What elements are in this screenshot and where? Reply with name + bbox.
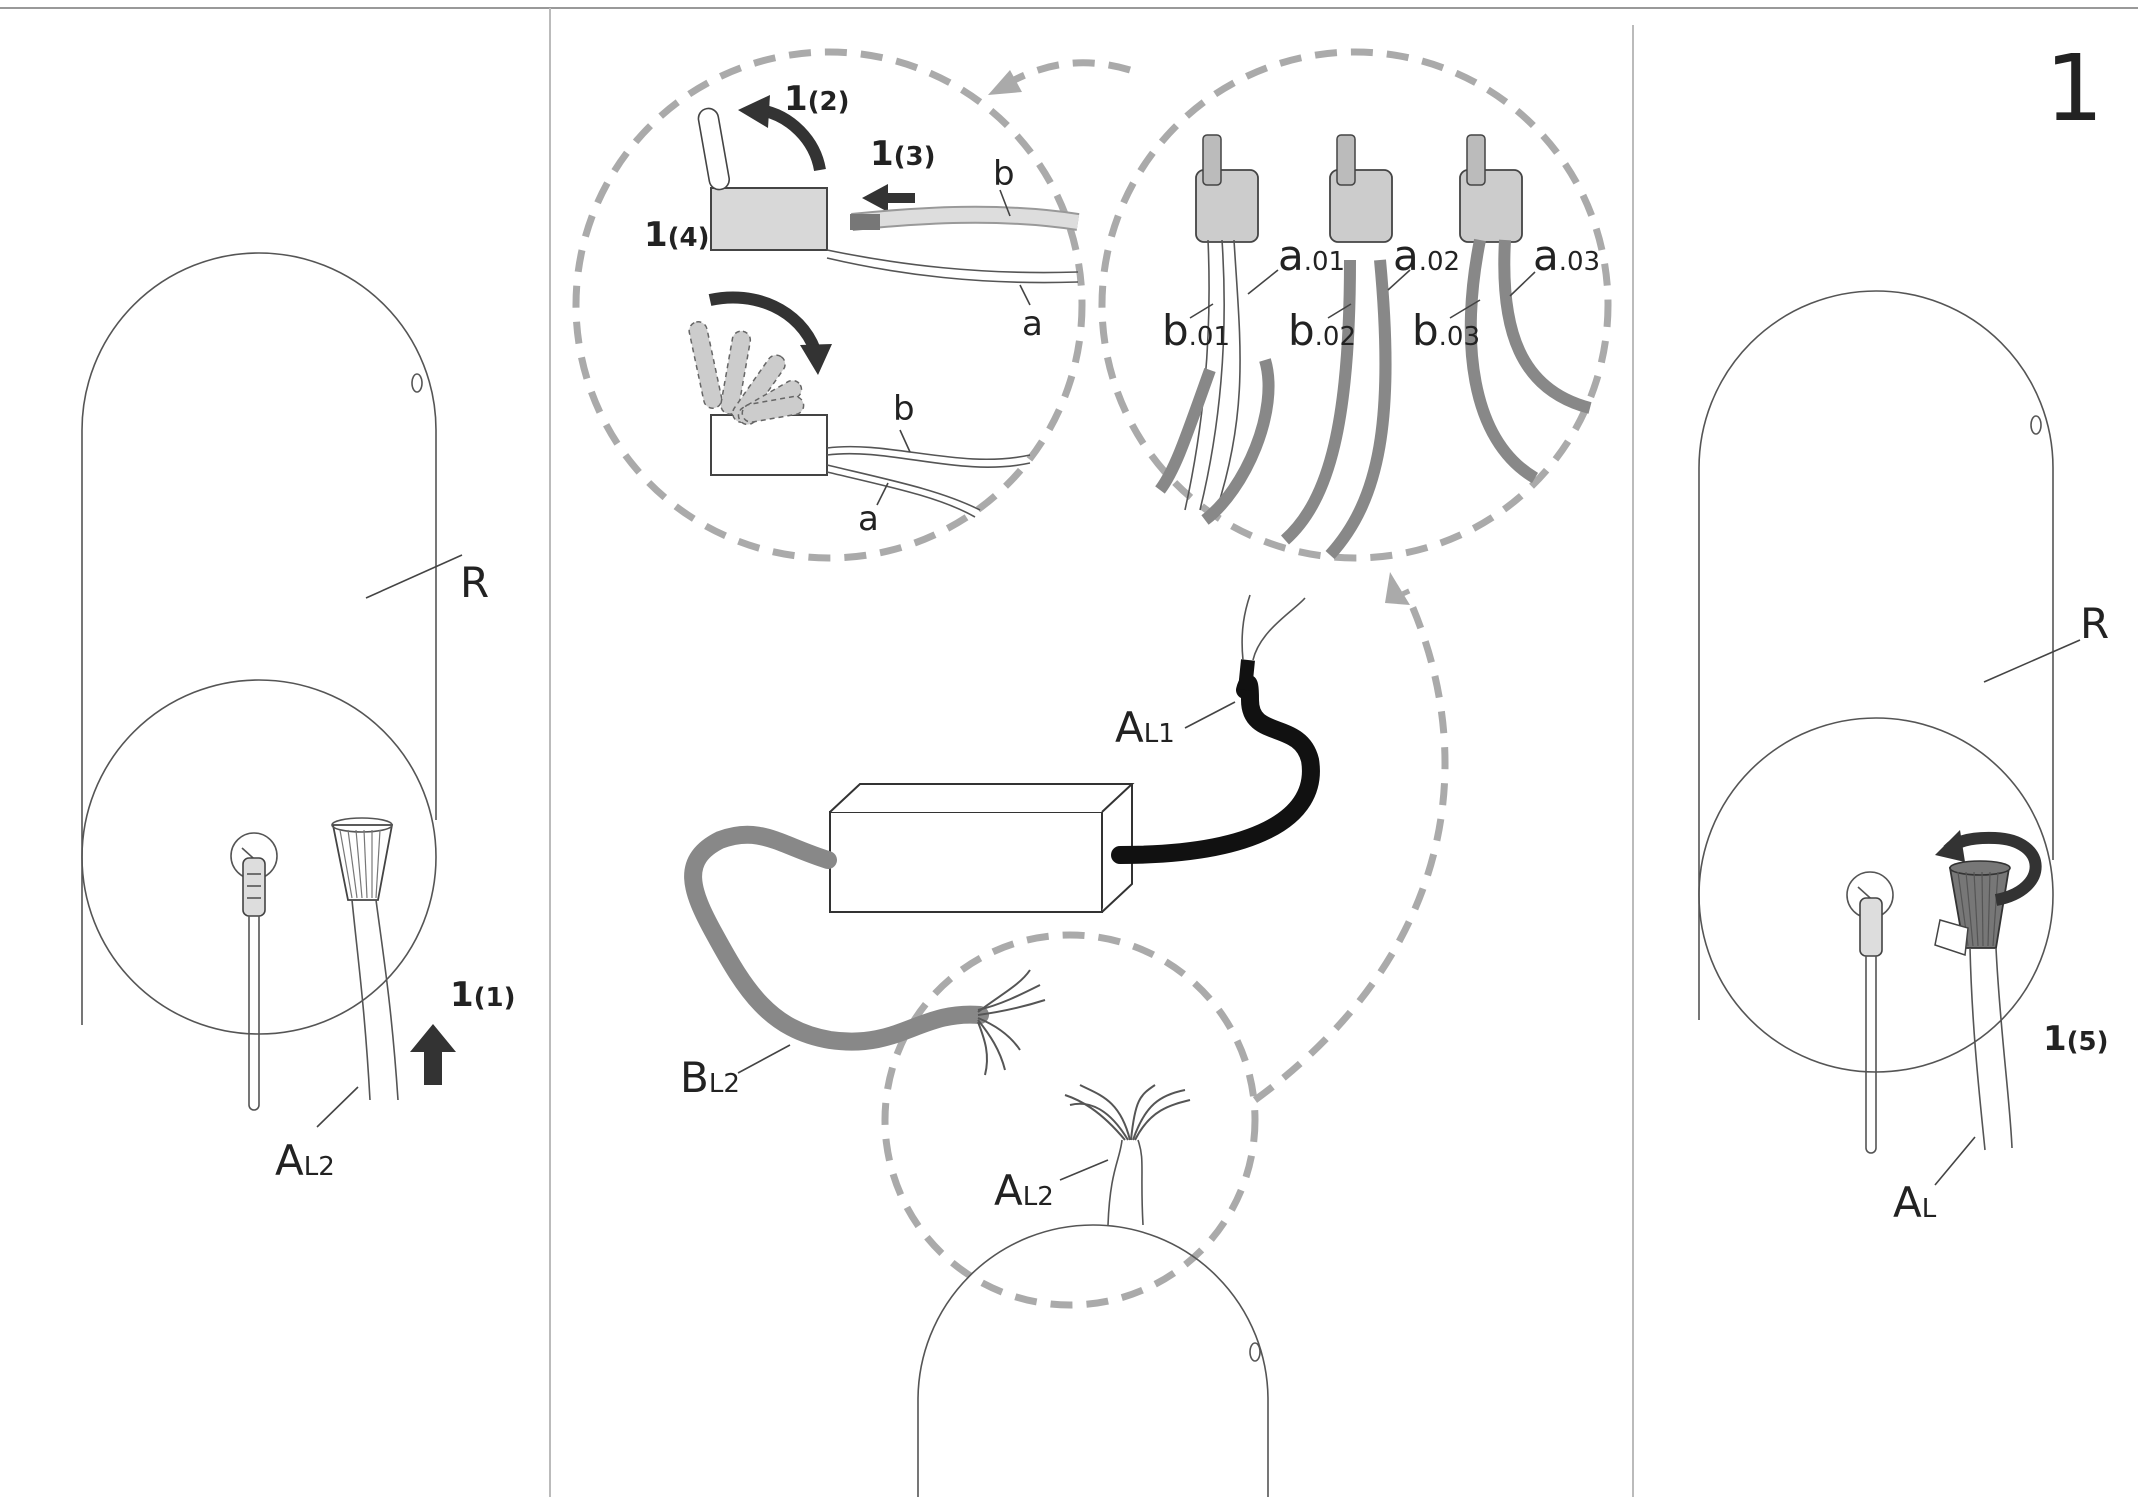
wire-a-bottom — [826, 464, 981, 518]
wire-bundle-bl2 — [977, 969, 1046, 1076]
wire-connector — [1859, 897, 1883, 957]
driver-box — [829, 783, 1135, 913]
lamp-body-bottom — [917, 1224, 1269, 1497]
label-al2-left: AL2 — [275, 1136, 335, 1185]
lamp-body-outline — [81, 252, 437, 1025]
connector-2 — [1280, 134, 1393, 560]
wire-a-top — [826, 249, 1079, 284]
cable-gland — [331, 824, 394, 901]
mounting-hole — [411, 373, 423, 393]
label-a01: a.01 — [1278, 231, 1345, 280]
detail-circle-switch — [572, 48, 1086, 562]
switch-box-bottom — [710, 414, 828, 476]
connector-3 — [1459, 134, 1592, 484]
lever-positions — [688, 321, 805, 426]
label-b02: b.02 — [1288, 306, 1356, 355]
middle-panel: 1(2) 1(3) 1(4) b a b — [572, 48, 1612, 1497]
swing-arrow-icon — [708, 291, 821, 353]
right-panel: 1 R AL 1(5) — [1698, 35, 2109, 1227]
label-a-bottom: a — [858, 499, 879, 539]
step-1-3: 1(3) — [870, 134, 936, 174]
detail-circle-connectors — [1098, 48, 1612, 562]
label-al1: AL1 — [1115, 703, 1175, 752]
label-b-bottom: b — [893, 389, 915, 429]
mounting-hole — [1249, 1342, 1261, 1362]
switch-lever — [697, 107, 731, 191]
label-b-top: b — [993, 154, 1015, 194]
step-1-1: 1(1) — [450, 975, 516, 1015]
wire-b-bottom — [826, 445, 1031, 468]
lamp-cable-al2 — [1107, 1139, 1144, 1226]
step-1-2: 1(2) — [784, 79, 850, 119]
wire-connector — [242, 857, 266, 917]
label-r-left: R — [460, 558, 489, 607]
power-cable — [1969, 947, 2013, 1151]
output-cable-bl2 — [684, 825, 989, 1051]
label-a-top: a — [1022, 304, 1043, 344]
page-number: 1 — [2045, 35, 2104, 142]
mounting-hole — [2030, 415, 2042, 435]
rotate-arrow-icon — [758, 104, 826, 172]
label-b01: b.01 — [1162, 306, 1230, 355]
connector-1 — [1155, 134, 1275, 525]
lamp-body-outline — [1698, 290, 2054, 1020]
flow-arrow-to-switch — [1003, 59, 1132, 89]
label-a03: a.03 — [1533, 231, 1600, 280]
label-bl2: BL2 — [680, 1053, 740, 1102]
input-cable-al1 — [1111, 674, 1320, 864]
step-1-4: 1(4) — [644, 215, 710, 255]
power-cable — [351, 899, 399, 1101]
thin-wire — [248, 916, 260, 1111]
thin-wire — [1865, 956, 1877, 1154]
label-al-right: AL — [1893, 1178, 1937, 1227]
step-1-5: 1(5) — [2043, 1019, 2109, 1059]
label-a02: a.02 — [1393, 231, 1460, 280]
label-al2-middle: AL2 — [994, 1166, 1054, 1215]
detail-circle-cable — [881, 931, 1259, 1309]
left-panel: R AL2 1(1) — [81, 252, 516, 1185]
label-b03: b.03 — [1412, 306, 1480, 355]
switch-box-top — [710, 187, 828, 251]
label-r-right: R — [2080, 599, 2109, 648]
wire-bundle-al2 — [1064, 1084, 1191, 1141]
push-up-arrow-icon — [410, 1024, 456, 1085]
flow-arrow-to-connectors — [1252, 588, 1449, 1103]
